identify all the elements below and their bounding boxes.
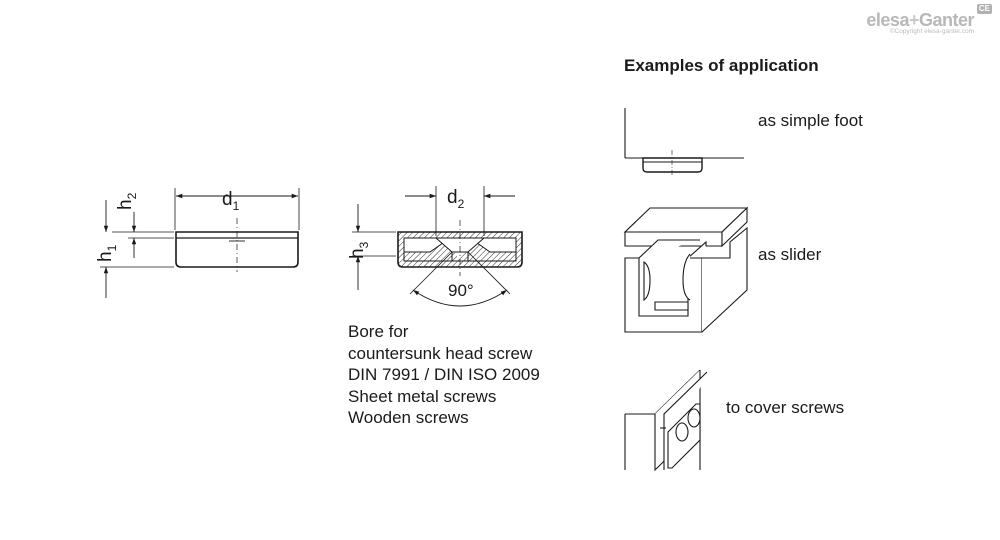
example-slider-label: as slider bbox=[758, 245, 822, 264]
example-slider-illustration bbox=[623, 206, 749, 333]
logo-copyright: ©Copyright elesa-ganter.com bbox=[889, 28, 974, 35]
brand-logo: elesa+Ganter ©Copyright elesa-ganter.com bbox=[866, 10, 974, 35]
bore-note: Bore for countersunk head screw DIN 7991… bbox=[348, 321, 540, 429]
ce-mark: CE bbox=[976, 4, 992, 14]
example-foot-illustration bbox=[624, 108, 744, 176]
logo-wordmark: elesa+Ganter bbox=[866, 10, 974, 30]
side-view-plain bbox=[100, 188, 300, 298]
dim-d2: d2 bbox=[447, 187, 465, 211]
dim-d1: d1 bbox=[222, 189, 240, 213]
bore-note-line: Wooden screws bbox=[348, 408, 469, 427]
bore-note-line: Sheet metal screws bbox=[348, 386, 497, 406]
dim-angle: 90° bbox=[448, 281, 474, 300]
example-foot-label: as simple foot bbox=[758, 111, 863, 130]
section-view-countersunk bbox=[352, 186, 523, 307]
dim-h1: h1 bbox=[95, 244, 119, 262]
examples-title: Examples of application bbox=[624, 56, 819, 75]
bore-note-line: countersunk head screw bbox=[348, 343, 533, 363]
bore-note-line: Bore for bbox=[348, 322, 409, 341]
dim-h2: h2 bbox=[115, 192, 139, 210]
example-cover-label: to cover screws bbox=[726, 398, 845, 417]
bore-note-line: DIN 7991 / DIN ISO 2009 bbox=[348, 365, 540, 384]
example-cover-illustration bbox=[624, 369, 708, 472]
dim-h3: h3 bbox=[347, 241, 371, 259]
